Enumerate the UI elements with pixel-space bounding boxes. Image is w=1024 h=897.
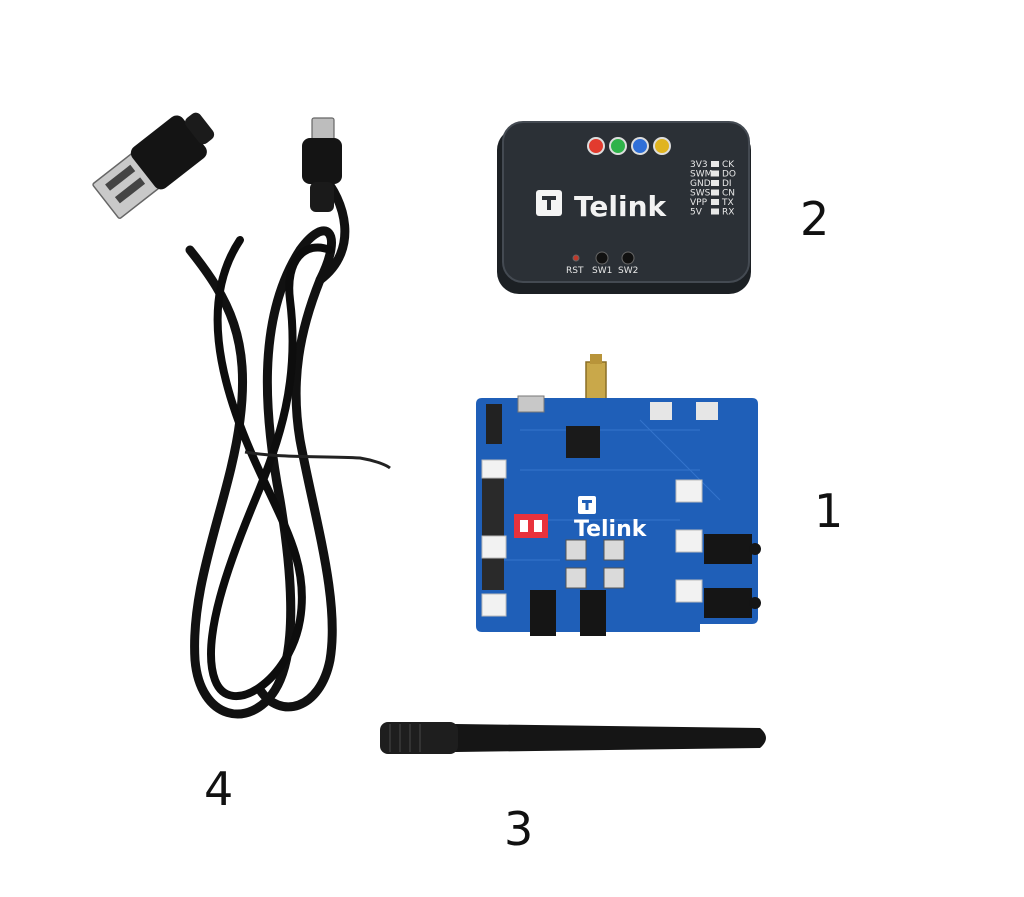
pin-label-right: DI — [722, 179, 732, 189]
pin-label-left: 5V — [690, 208, 703, 218]
burner-buttons: RST SW1 SW2 — [566, 251, 638, 276]
pin-label-left: 3V3 — [690, 160, 708, 170]
pin-pad — [711, 189, 719, 196]
pin-label-left: VPP — [690, 198, 708, 208]
pin-label-right: CN — [722, 189, 735, 199]
pin-label-left: GND — [690, 179, 711, 189]
twist-tie — [244, 450, 391, 470]
antenna — [380, 722, 766, 754]
item-number-1: 1 — [814, 484, 844, 538]
cable-wire — [185, 226, 337, 719]
led-1-icon — [587, 137, 605, 155]
pin-label-right: TX — [721, 198, 734, 208]
audio-jacks — [530, 534, 761, 636]
board-brand: Telink — [574, 517, 648, 542]
pin-pad — [711, 161, 719, 167]
mini-usb-connector — [302, 117, 342, 212]
item-number-2: 2 — [800, 192, 830, 246]
burner-button-label: RST — [566, 266, 584, 276]
pin-label-right: RX — [722, 208, 734, 218]
board-logo-icon — [578, 496, 596, 514]
burner-brand: Telink — [574, 190, 668, 223]
led-2-icon — [609, 137, 627, 155]
development-board: Telink — [476, 354, 761, 636]
pin-pad — [711, 208, 719, 215]
item-number-4: 4 — [204, 762, 234, 816]
pin-label-right: CK — [722, 160, 735, 170]
pin-header-left — [482, 404, 504, 590]
burner-button-rst — [572, 254, 580, 262]
pin-pad — [711, 199, 719, 205]
burner-button-sw2 — [621, 251, 635, 265]
pin-pad — [711, 170, 719, 177]
main-chip — [566, 426, 600, 458]
led-4-icon — [653, 137, 671, 155]
burner-button-label: SW1 — [592, 266, 612, 276]
telink-logo-icon — [536, 190, 562, 216]
item-number-3: 3 — [504, 802, 534, 856]
led-3-icon — [631, 137, 649, 155]
pin-pad — [711, 180, 719, 186]
pin-label-left: SWS — [690, 189, 711, 199]
usb-a-connector — [92, 112, 215, 219]
button-grid — [565, 539, 625, 589]
burner-button-sw1 — [595, 251, 609, 265]
pin-label-right: DO — [722, 170, 736, 180]
usb-cable — [92, 112, 391, 719]
status-leds — [587, 137, 671, 155]
burner-button-label: SW2 — [618, 266, 638, 276]
sma-connector — [585, 361, 607, 403]
dip-switch — [514, 514, 548, 538]
pin-label-left: SWM — [690, 170, 712, 180]
